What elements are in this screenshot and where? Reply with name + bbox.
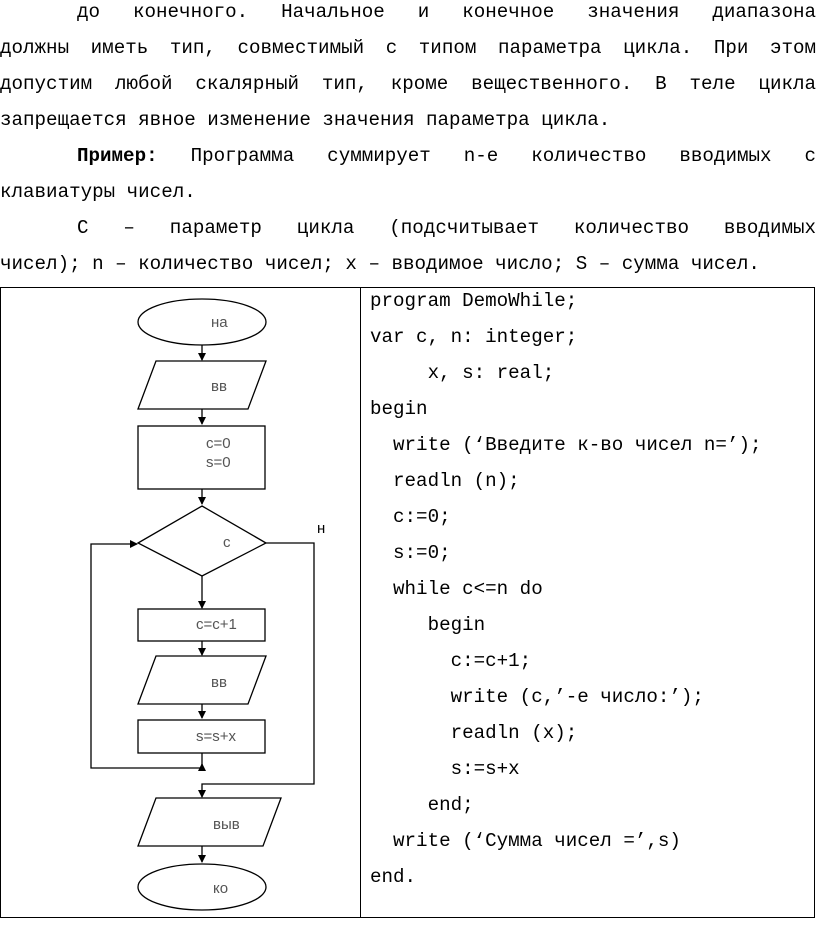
code-line: c:=c+1; bbox=[370, 650, 532, 672]
input-block bbox=[137, 360, 267, 410]
condition-label: c bbox=[223, 534, 231, 551]
table-divider bbox=[360, 288, 361, 917]
paragraph-line: до конечного. Начальное и конечное значе… bbox=[77, 1, 816, 23]
code-line: c:=0; bbox=[370, 506, 451, 528]
start-terminal bbox=[137, 298, 267, 346]
no-branch-label: н bbox=[317, 520, 325, 537]
sum-block bbox=[137, 719, 266, 754]
code-line: s:=0; bbox=[370, 542, 451, 564]
init-label: c=0 bbox=[206, 435, 231, 452]
increment-block bbox=[137, 608, 266, 642]
paragraph-line: допустим любой скалярный тип, кроме веще… bbox=[0, 73, 816, 95]
end-label: ко bbox=[213, 880, 228, 897]
example-line: Пример: Программа суммирует n-е количест… bbox=[0, 138, 816, 174]
start-label: на bbox=[211, 314, 228, 331]
paragraph-line: запрещается явное изменение значения пар… bbox=[0, 109, 611, 131]
input-label: вв bbox=[211, 378, 227, 395]
output-label: выв bbox=[213, 816, 240, 833]
example-line: клавиатуры чисел. bbox=[0, 181, 196, 203]
input-label: вв bbox=[211, 674, 227, 691]
end-terminal bbox=[137, 863, 267, 911]
code-line: readln (n); bbox=[370, 470, 520, 492]
increment-label: c=c+1 bbox=[196, 616, 237, 633]
example-table: на вв c=0 s=0 c н c=c+1 вв s=s+x выв ко … bbox=[0, 287, 815, 918]
condition-diamond bbox=[136, 505, 268, 577]
code-line: write (‘Введите к-во чисел n=’); bbox=[370, 434, 762, 456]
input-block bbox=[137, 655, 267, 705]
code-line: end. bbox=[370, 866, 417, 888]
flowchart: на вв c=0 s=0 c н c=c+1 вв s=s+x выв ко bbox=[90, 298, 325, 911]
paragraph-line: должны иметь тип, совместимый с типом па… bbox=[0, 37, 816, 59]
code-line: readln (x); bbox=[370, 722, 578, 744]
init-label: s=0 bbox=[206, 454, 231, 471]
legend-line: С – параметр цикла (подсчитывает количес… bbox=[77, 217, 816, 239]
code-line: begin bbox=[370, 614, 486, 636]
code-line: x, s: real; bbox=[370, 362, 555, 384]
code-line: write (c,’-е число:’); bbox=[370, 686, 704, 708]
code-line: s:=s+x bbox=[370, 758, 520, 780]
code-line: var c, n: integer; bbox=[370, 326, 578, 348]
example-label: Пример: bbox=[77, 145, 158, 167]
legend-line: чисел); n – количество чисел; x – вводим… bbox=[0, 253, 760, 275]
code-line: program DemoWhile; bbox=[370, 290, 578, 312]
code-line: while c<=n do bbox=[370, 578, 543, 600]
code-line: write (‘Сумма чисел =’,s) bbox=[370, 830, 681, 852]
code-line: begin bbox=[370, 398, 428, 420]
exit-branch-arrow bbox=[198, 542, 315, 798]
example-text: Программа суммирует n-е количество вводи… bbox=[157, 145, 816, 167]
sum-label: s=s+x bbox=[196, 728, 237, 745]
code-line: end; bbox=[370, 794, 474, 816]
output-block bbox=[137, 797, 282, 847]
init-block bbox=[137, 425, 266, 490]
